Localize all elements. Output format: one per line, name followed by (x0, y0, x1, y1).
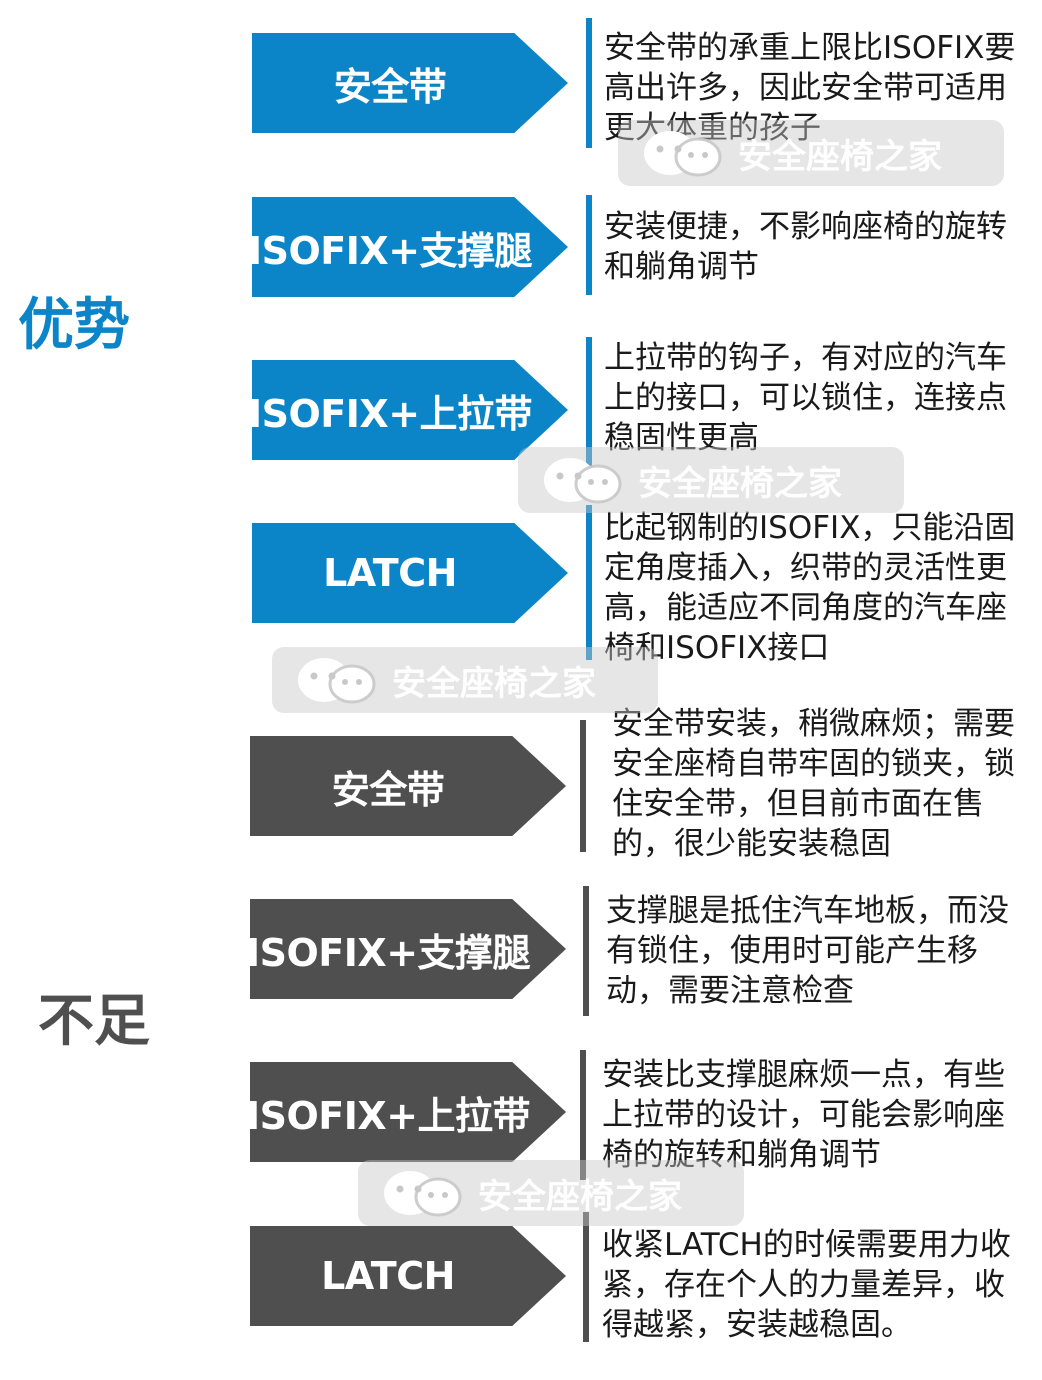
disadvantages-label: 不足 (38, 989, 150, 1054)
disadvantage-divider (580, 1050, 586, 1180)
advantage-arrow-seatbelt: 安全带 (252, 33, 568, 133)
disadvantage-divider (580, 720, 586, 852)
arrow-label: 安全带 (333, 64, 447, 109)
advantage-divider (586, 195, 592, 295)
advantage-arrow-isofix-leg: ISOFIX+支撑腿 (252, 197, 568, 297)
disadvantage-desc-isofix-leg: 支撑腿是抵住汽车地板，而没有锁住，使用时可能产生移动，需要注意检查 (606, 893, 1009, 1009)
advantage-arrow-isofix-tether: ISOFIX+上拉带 (252, 360, 568, 460)
disadvantage-arrow-latch: LATCH (250, 1226, 566, 1326)
arrow-label: ISOFIX+支撑腿 (247, 228, 533, 273)
wechat-icon (298, 658, 376, 704)
disadvantage-desc-seatbelt: 安全带安装，稍微麻烦；需要安全座椅自带牢固的锁夹，锁住安全带，但目前市面在售的，… (612, 706, 1015, 862)
disadvantage-arrow-isofix-leg: ISOFIX+支撑腿 (250, 899, 566, 999)
advantage-divider (586, 337, 592, 467)
wechat-icon (384, 1171, 462, 1217)
arrow-label: ISOFIX+上拉带 (247, 391, 533, 436)
advantage-desc-isofix-leg: 安装便捷，不影响座椅的旋转和躺角调节 (604, 209, 1007, 285)
advantage-desc-latch: 比起钢制的ISOFIX，只能沿固定角度插入，织带的灵活性更高，能适应不同角度的汽… (604, 510, 1016, 666)
watermark-text: 安全座椅之家 (738, 136, 942, 177)
watermark: 安全座椅之家 (272, 647, 658, 713)
advantage-arrow-latch: LATCH (252, 523, 568, 623)
disadvantage-desc-latch: 收紧LATCH的时候需要用力收紧，存在个人的力量差异，收得越紧，安装越稳固。 (602, 1227, 1011, 1343)
wechat-icon (644, 131, 722, 177)
advantage-divider (586, 505, 592, 660)
watermark-text: 安全座椅之家 (392, 663, 596, 704)
disadvantage-arrow-seatbelt: 安全带 (250, 736, 566, 836)
advantages-label: 优势 (18, 293, 130, 358)
disadvantage-arrow-isofix-tether: ISOFIX+上拉带 (250, 1062, 566, 1162)
watermark-text: 安全座椅之家 (638, 463, 842, 504)
advantage-desc-isofix-tether: 上拉带的钩子，有对应的汽车上的接口，可以锁住，连接点稳固性更高 (604, 340, 1007, 456)
arrow-label: ISOFIX+支撑腿 (245, 930, 531, 975)
disadvantage-desc-isofix-tether: 安装比支撑腿麻烦一点，有些上拉带的设计，可能会影响座椅的旋转和躺角调节 (602, 1057, 1005, 1173)
watermark: 安全座椅之家 (618, 120, 1004, 186)
advantage-desc-seatbelt: 安全带的承重上限比ISOFIX要高出许多，因此安全带可适用更大体重的孩子 (604, 30, 1016, 146)
disadvantage-divider (583, 886, 589, 1016)
arrow-label: ISOFIX+上拉带 (245, 1093, 531, 1138)
arrow-label: LATCH (321, 1254, 455, 1298)
arrow-label: LATCH (323, 551, 457, 595)
watermark-text: 安全座椅之家 (478, 1176, 682, 1217)
disadvantage-divider (583, 1212, 589, 1342)
watermark: 安全座椅之家 (358, 1160, 744, 1226)
advantage-divider (586, 18, 592, 148)
arrow-label: 安全带 (331, 767, 445, 812)
watermark: 安全座椅之家 (518, 447, 904, 513)
wechat-icon (544, 458, 622, 504)
